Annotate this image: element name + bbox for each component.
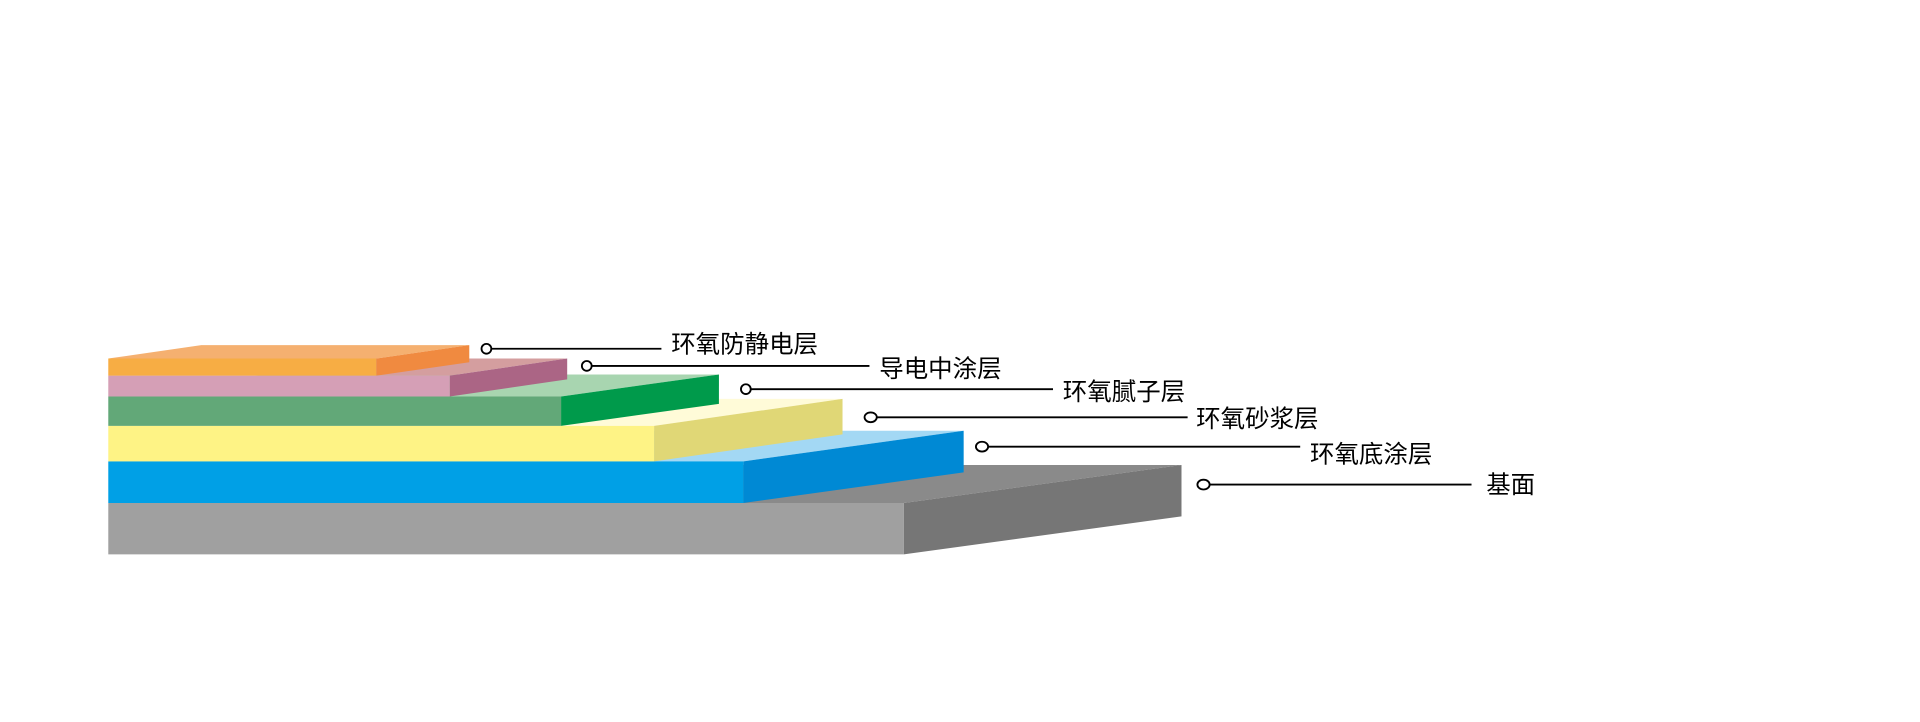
label-antistatic-layer: 环氧防静电层: [671, 329, 818, 358]
label-substrate: 基面: [1486, 470, 1535, 499]
antistatic-layer-top: [108, 345, 470, 359]
putty-layer-side: [561, 374, 719, 426]
substrate-layer-front: [108, 502, 904, 555]
mortar-layer-front: [108, 425, 655, 462]
conductive-callout-dot: [580, 360, 593, 372]
layer-callouts: 环氧防静电层 导电中涂层 环氧腻子层 环氧砂浆层 环氧底涂层 基面: [480, 329, 1535, 499]
label-primer-layer: 环氧底涂层: [1310, 440, 1432, 469]
label-mortar-layer: 环氧砂浆层: [1196, 404, 1318, 433]
antistatic-layer-side: [376, 345, 470, 376]
putty-layer-front: [108, 396, 562, 426]
mortar-layer-side: [654, 398, 843, 462]
antistatic-callout-dot: [480, 342, 493, 355]
label-putty-layer: 环氧腻子层: [1063, 377, 1185, 406]
antistatic-layer-front: [108, 358, 377, 376]
mortar-callout-dot: [863, 411, 878, 424]
substrate-layer-side: [903, 465, 1182, 555]
primer-layer-front: [108, 461, 744, 503]
primer-layer-side: [743, 430, 964, 503]
substrate-callout-dot: [1196, 478, 1211, 491]
primer-callout-dot: [974, 440, 990, 453]
layer-stack: [108, 345, 1182, 555]
conductive-layer-side: [449, 358, 568, 397]
conductive-layer-front: [108, 375, 450, 397]
putty-callout-dot: [740, 383, 752, 395]
label-conductive-middle-coat: 导电中涂层: [879, 354, 1001, 383]
